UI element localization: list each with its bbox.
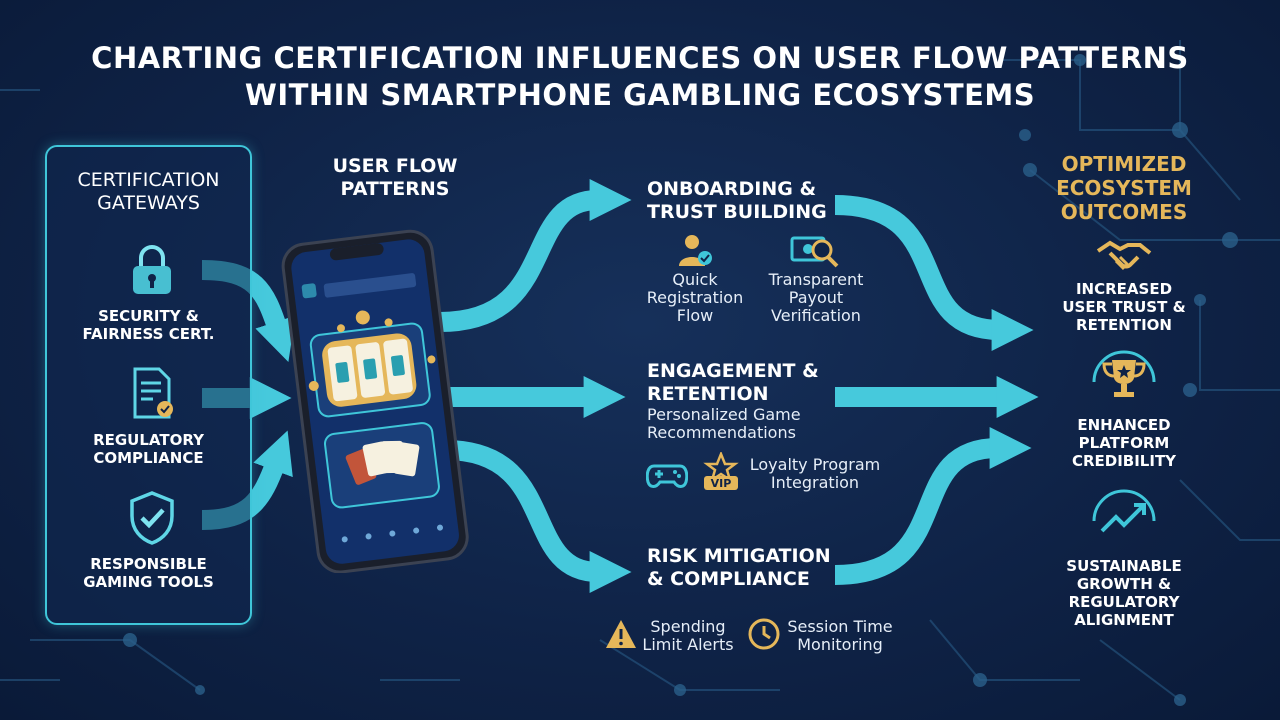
risk-title-line-1: RISK MITIGATION: [647, 545, 831, 567]
session-time-label: Session Time Monitoring: [785, 618, 895, 654]
gateway-responsible-label: RESPONSIBLE GAMING TOOLS: [47, 555, 250, 591]
spending-limit-label: Spending Limit Alerts: [640, 618, 736, 654]
outcome-credibility-line-1: ENHANCED: [1077, 416, 1171, 434]
outcome-trust-line-2: USER TRUST &: [1062, 298, 1186, 316]
clock-icon: [748, 618, 780, 650]
outcome-credibility-label: ENHANCED PLATFORM CREDIBILITY: [1050, 416, 1198, 470]
onboarding-title: ONBOARDING & TRUST BUILDING: [647, 178, 827, 224]
personalized-line-1: Personalized Game: [647, 405, 801, 424]
gateway-compliance-line-1: REGULATORY: [93, 431, 204, 449]
outcome-growth-line-3: REGULATORY: [1068, 593, 1180, 611]
spending-line-2: Limit Alerts: [642, 635, 734, 654]
personalized-line-2: Recommendations: [647, 423, 796, 442]
arrow-phone-to-risk: [444, 440, 632, 593]
arrow-risk-to-outcomes: [834, 427, 1032, 585]
growth-chart-icon: [1092, 489, 1156, 533]
outcome-trust-line-3: RETENTION: [1076, 316, 1172, 334]
gateways-title: CERTIFICATION GATEWAYS: [47, 169, 250, 215]
gateway-security-label: SECURITY & FAIRNESS CERT.: [47, 307, 250, 343]
payout-magnifier-icon: [790, 236, 839, 268]
certification-gateways-panel: CERTIFICATION GATEWAYS SECURITY & FAIRNE…: [45, 145, 252, 625]
outcome-growth-line-1: SUSTAINABLE: [1066, 557, 1182, 575]
session-line-1: Session Time: [787, 617, 893, 636]
engagement-title-line-2: RETENTION: [647, 383, 769, 405]
engagement-title: ENGAGEMENT & RETENTION: [647, 360, 819, 406]
document-badge-icon: [133, 367, 173, 419]
gateways-title-line-1: CERTIFICATION: [77, 169, 220, 191]
transparent-payout-line-2: Payout: [788, 288, 844, 307]
quick-registration-line-2: Registration: [646, 288, 744, 307]
spending-line-1: Spending: [650, 617, 726, 636]
transparent-payout-line-3: Verification: [771, 306, 861, 325]
gateways-title-line-2: GATEWAYS: [97, 192, 200, 214]
outcome-trust-label: INCREASED USER TRUST & RETENTION: [1050, 280, 1198, 334]
gateway-responsible-line-1: RESPONSIBLE: [90, 555, 207, 573]
outcomes-title-line-3: OUTCOMES: [1060, 200, 1188, 224]
gateway-compliance-line-2: COMPLIANCE: [93, 449, 204, 467]
loyalty-line-2: Integration: [770, 473, 860, 492]
transparent-payout-line-1: Transparent: [768, 270, 864, 289]
outcome-trust-line-1: INCREASED: [1075, 280, 1173, 298]
shield-check-icon: [130, 491, 174, 545]
outcomes-title-line-2: ECOSYSTEM: [1056, 176, 1192, 200]
gateway-compliance-label: REGULATORY COMPLIANCE: [47, 431, 250, 467]
outcome-growth-label: SUSTAINABLE GROWTH & REGULATORY ALIGNMEN…: [1050, 557, 1198, 629]
gateway-responsible-line-2: GAMING TOOLS: [83, 573, 214, 591]
vip-star-icon: VIP: [703, 452, 739, 490]
outcome-growth-line-2: GROWTH &: [1076, 575, 1172, 593]
outcomes-title: OPTIMIZED ECOSYSTEM OUTCOMES: [1050, 152, 1198, 224]
onboarding-title-line-2: TRUST BUILDING: [647, 201, 827, 223]
user-flow-patterns-label: USER FLOW PATTERNS: [300, 155, 490, 201]
trophy-icon: [1092, 350, 1156, 397]
risk-title-line-2: & COMPLIANCE: [647, 568, 810, 590]
smartphone-illustration: [281, 229, 469, 573]
vip-badge-text: VIP: [711, 477, 732, 490]
outcomes-title-line-1: OPTIMIZED: [1061, 152, 1187, 176]
session-line-2: Monitoring: [797, 635, 883, 654]
loyalty-program-label: Loyalty Program Integration: [748, 456, 882, 492]
onboarding-title-line-1: ONBOARDING &: [647, 178, 817, 200]
risk-title: RISK MITIGATION & COMPLIANCE: [647, 545, 831, 591]
user-check-icon: [679, 235, 712, 266]
arrow-onboarding-to-outcomes: [834, 195, 1034, 351]
warning-icon: [606, 620, 636, 648]
outcome-credibility-line-2: PLATFORM: [1078, 434, 1170, 452]
engagement-title-line-1: ENGAGEMENT &: [647, 360, 819, 382]
gamepad-icon: [646, 464, 688, 488]
personalized-recommendations-label: Personalized Game Recommendations: [647, 406, 827, 442]
arrow-phone-to-onboarding: [439, 179, 632, 332]
title-line-2: WITHIN SMARTPHONE GAMBLING ECOSYSTEMS: [244, 78, 1036, 112]
outcome-credibility-line-3: CREDIBILITY: [1071, 452, 1177, 470]
outcome-growth-line-4: ALIGNMENT: [1074, 611, 1174, 629]
page-title: CHARTING CERTIFICATION INFLUENCES ON USE…: [0, 40, 1280, 114]
handshake-icon: [1096, 240, 1152, 271]
quick-registration-line-1: Quick: [672, 270, 718, 289]
transparent-payout-label: Transparent Payout Verification: [757, 271, 875, 325]
title-line-1: CHARTING CERTIFICATION INFLUENCES ON USE…: [91, 41, 1189, 75]
quick-registration-label: Quick Registration Flow: [640, 271, 750, 325]
quick-registration-line-3: Flow: [676, 306, 714, 325]
gateway-security-line-2: FAIRNESS CERT.: [82, 325, 215, 343]
gateway-security-line-1: SECURITY &: [98, 307, 199, 325]
padlock-icon: [133, 245, 171, 294]
user-flow-line-2: PATTERNS: [340, 178, 450, 200]
user-flow-line-1: USER FLOW: [332, 155, 458, 177]
loyalty-line-1: Loyalty Program: [749, 455, 881, 474]
